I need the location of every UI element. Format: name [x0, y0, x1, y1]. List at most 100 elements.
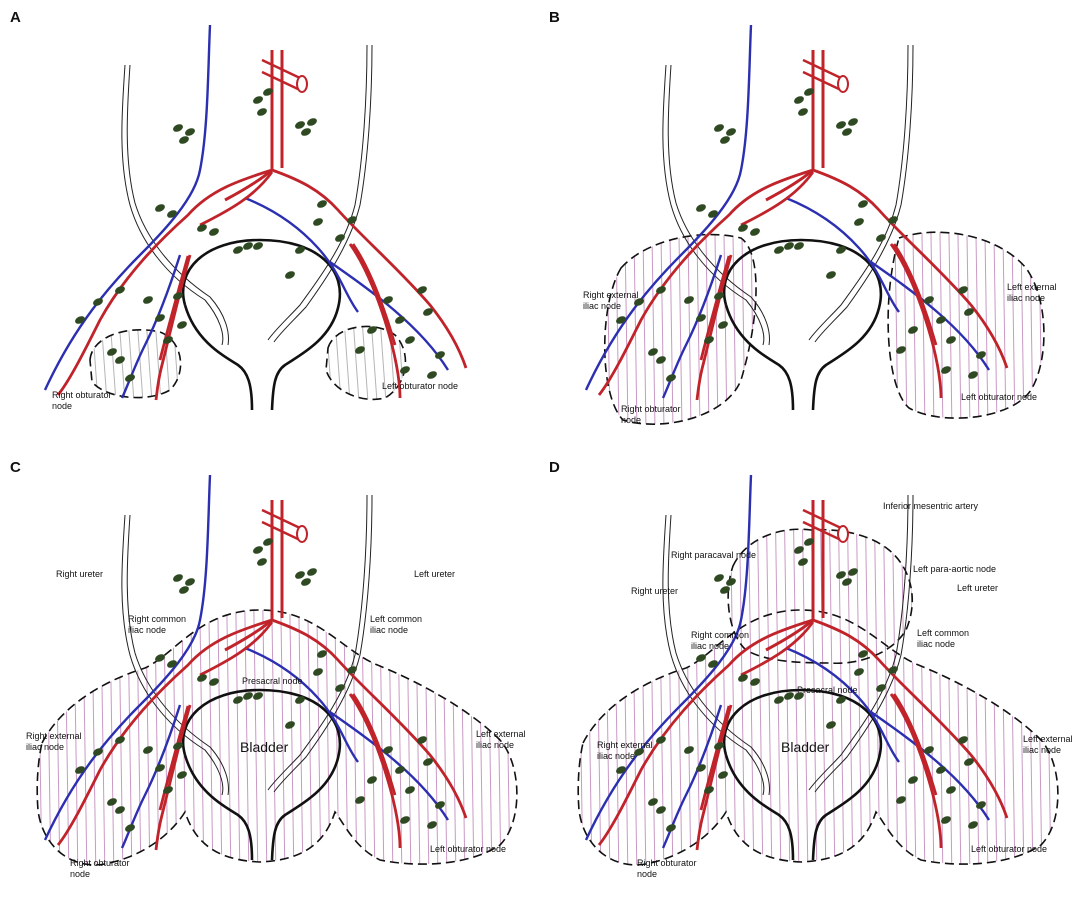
- hatch-line: [873, 529, 881, 865]
- hatch-line: [927, 529, 935, 865]
- lymph-node-dot: [233, 696, 243, 704]
- label-line: Right external: [583, 290, 639, 300]
- label-line: iliac node: [917, 639, 955, 649]
- lymph-node-dot: [167, 210, 177, 218]
- hatch-line: [45, 40, 73, 430]
- hatch-line: [891, 529, 899, 865]
- hatch-line: [107, 610, 115, 865]
- hatch-line: [414, 40, 442, 430]
- lymph-node-dot: [257, 558, 267, 566]
- lymph-node-dot: [738, 674, 748, 682]
- label-left-obturator: Left obturator node: [961, 392, 1037, 402]
- artery-line: [699, 255, 731, 361]
- lymph-node-dot: [107, 798, 117, 806]
- hatch-line: [0, 490, 6, 880]
- inferior-mesenteric-artery-tube: [261, 58, 301, 92]
- lymph-node-dot: [908, 326, 918, 334]
- lymph-node-dot: [155, 314, 165, 322]
- hatch-line: [568, 40, 574, 430]
- label-line: Inferior mesentric artery: [883, 501, 979, 511]
- lymph-node-dot: [848, 568, 858, 576]
- lymph-node-dot: [616, 316, 626, 324]
- lymph-node-dot: [75, 316, 85, 324]
- label-line: iliac node: [26, 742, 64, 752]
- hatch-line: [765, 232, 773, 425]
- lymph-node-dot: [720, 136, 730, 144]
- inferior-mesenteric-artery-end: [837, 75, 849, 93]
- artery-line: [812, 168, 1009, 369]
- lymph-node-dot: [263, 88, 273, 96]
- node-region-common: [577, 609, 1059, 866]
- hatch-line: [188, 610, 196, 865]
- label-line: Left obturator node: [430, 844, 506, 854]
- label-line: Right external: [597, 740, 653, 750]
- vein-line: [584, 474, 753, 841]
- hatch-line: [963, 232, 971, 425]
- bladder-outline-left: [183, 754, 254, 861]
- hatch-line: [550, 40, 556, 430]
- vein-line: [785, 196, 900, 313]
- hatch-line: [242, 610, 250, 865]
- hatch-line: [449, 610, 457, 865]
- panel-letter-b: B: [549, 9, 560, 26]
- lymph-node-dot: [163, 786, 173, 794]
- hatch-line: [1072, 40, 1078, 430]
- hatch-line: [386, 610, 394, 865]
- hatch-line: [467, 610, 475, 865]
- label-line: Left common: [917, 628, 969, 638]
- lymph-node-dot: [924, 746, 934, 754]
- hatch-line: [233, 610, 241, 865]
- lymph-node-dot: [714, 292, 724, 300]
- hatch-line: [107, 326, 137, 400]
- bladder-outline: [181, 238, 342, 411]
- lymph-node-dot: [941, 816, 951, 824]
- hatch-line: [404, 610, 412, 865]
- label-line: node: [52, 401, 72, 411]
- lymph-node-dot: [634, 748, 644, 756]
- lymph-node-dot: [896, 796, 906, 804]
- hatch-line: [603, 529, 611, 865]
- hatch-line: [377, 326, 406, 400]
- hatch-line: [251, 610, 259, 865]
- hatch-line: [422, 610, 430, 865]
- hatch-line: [62, 610, 70, 865]
- lymph-node-dot: [347, 666, 357, 674]
- lymph-node-dot: [347, 216, 357, 224]
- label-line: Right ureter: [56, 569, 103, 579]
- lymph-node-dot: [263, 538, 273, 546]
- lymph-node-dot: [836, 246, 846, 254]
- lymph-node-dot: [167, 660, 177, 668]
- lymph-node-dot: [367, 776, 377, 784]
- hatch-line: [143, 326, 173, 400]
- lymph-node-dot: [285, 271, 295, 279]
- lymph-node-dot: [417, 286, 427, 294]
- lymph-node-dot: [826, 721, 836, 729]
- hatch-line: [224, 610, 232, 865]
- hatch-line: [332, 326, 362, 400]
- hatch-line: [828, 529, 836, 865]
- lymph-node-dot: [858, 200, 868, 208]
- panel-letter-a: A: [10, 9, 21, 26]
- label-presacral: Presacral node: [797, 685, 858, 695]
- label-line: node: [70, 869, 90, 879]
- hatch-line: [476, 610, 484, 865]
- hatch-line: [90, 326, 110, 400]
- hatch-line: [143, 610, 151, 865]
- artery-line: [597, 168, 814, 396]
- lymph-node-dot: [794, 546, 804, 554]
- hatch-line: [1044, 529, 1052, 865]
- hatch-line: [350, 326, 380, 400]
- hatch-line: [792, 529, 800, 865]
- lymph-node-dot: [115, 736, 125, 744]
- hatch-line: [864, 529, 872, 865]
- hatch-line: [630, 529, 638, 865]
- label-left-obturator: Left obturator node: [382, 381, 458, 391]
- label-presacral: Presacral node: [242, 676, 303, 686]
